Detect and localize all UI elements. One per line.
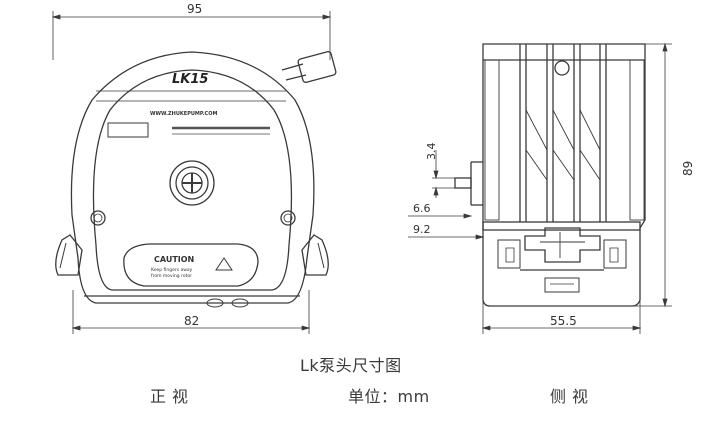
dim-3-4-label: 3.4	[425, 143, 438, 161]
dim-82-label: 82	[184, 314, 199, 328]
caution-line1: Keep fingers away	[151, 267, 193, 273]
pump-model: LK15	[172, 72, 208, 87]
dim-9-2-label: 9.2	[413, 223, 431, 236]
dim-95-label: 95	[187, 2, 202, 16]
caution-title: CAUTION	[154, 255, 194, 264]
drawing-title: Lk泵头尺寸图	[300, 356, 402, 375]
warning-icon	[215, 257, 233, 271]
dim-6-6-label: 6.6	[413, 202, 431, 215]
tube-connector	[281, 51, 337, 83]
front-view-caption: 正视	[150, 387, 195, 406]
caution-line2: from moving rotor	[151, 273, 192, 279]
caution-badge	[123, 243, 259, 287]
dim-82	[71, 290, 311, 334]
side-body	[482, 43, 646, 307]
pump-outer-shell	[70, 51, 315, 304]
side-view	[408, 42, 672, 334]
dim-89	[600, 42, 672, 308]
side-view-caption: 侧视	[550, 387, 595, 406]
dim-small	[408, 150, 485, 240]
dim-55-5-label: 55.5	[550, 314, 577, 328]
brand-url: WWW.ZHUKEPUMP.COM	[150, 111, 217, 117]
pump-cover	[92, 69, 293, 291]
right-clamp	[301, 234, 329, 276]
cross-clamp	[524, 227, 601, 263]
dim-95	[51, 11, 332, 60]
unit-caption: 单位：mm	[348, 387, 430, 406]
rotor-knob	[169, 160, 215, 206]
dim-55-5	[481, 300, 642, 334]
dim-89-label: 89	[681, 161, 695, 176]
front-view	[51, 11, 337, 334]
left-clamp	[55, 234, 83, 276]
